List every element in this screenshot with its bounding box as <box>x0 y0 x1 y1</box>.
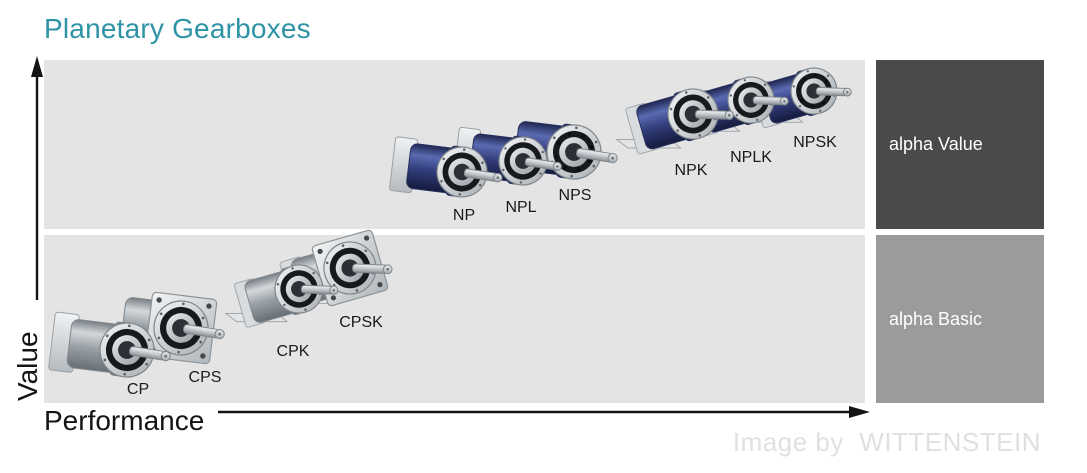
y-axis-arrowhead <box>31 56 43 77</box>
product-label-NPLK: NPLK <box>730 149 772 166</box>
product-label-CPS: CPS <box>188 369 222 386</box>
alpha-basic-label: alpha Basic <box>889 308 983 329</box>
figure-title: Planetary Gearboxes <box>44 13 311 44</box>
alpha-value-legend-box: alpha Value <box>876 60 1044 229</box>
watermark-credit: Image by WITTENSTEIN <box>732 427 1041 457</box>
alpha-value-label: alpha Value <box>889 134 983 154</box>
gearbox-CPK <box>224 264 339 328</box>
alpha-basic-legend-box: alpha Basic <box>876 235 1044 403</box>
gearbox-NP <box>389 136 503 198</box>
x-axis-label: Performance <box>44 405 205 436</box>
gearbox-CP <box>48 311 171 378</box>
x-axis-arrowhead <box>849 406 870 418</box>
product-label-NP: NP <box>452 207 476 224</box>
product-label-CP: CP <box>126 381 150 398</box>
product-label-NPSK: NPSK <box>793 134 837 151</box>
product-label-NPL: NPL <box>505 199 537 216</box>
product-label-NPS: NPS <box>558 187 592 204</box>
product-label-CPSK: CPSK <box>339 314 383 331</box>
product-label-NPK: NPK <box>674 162 708 179</box>
gearbox-NPK <box>615 88 734 155</box>
gearbox-NPSK <box>742 67 852 129</box>
product-label-CPK: CPK <box>276 343 310 360</box>
